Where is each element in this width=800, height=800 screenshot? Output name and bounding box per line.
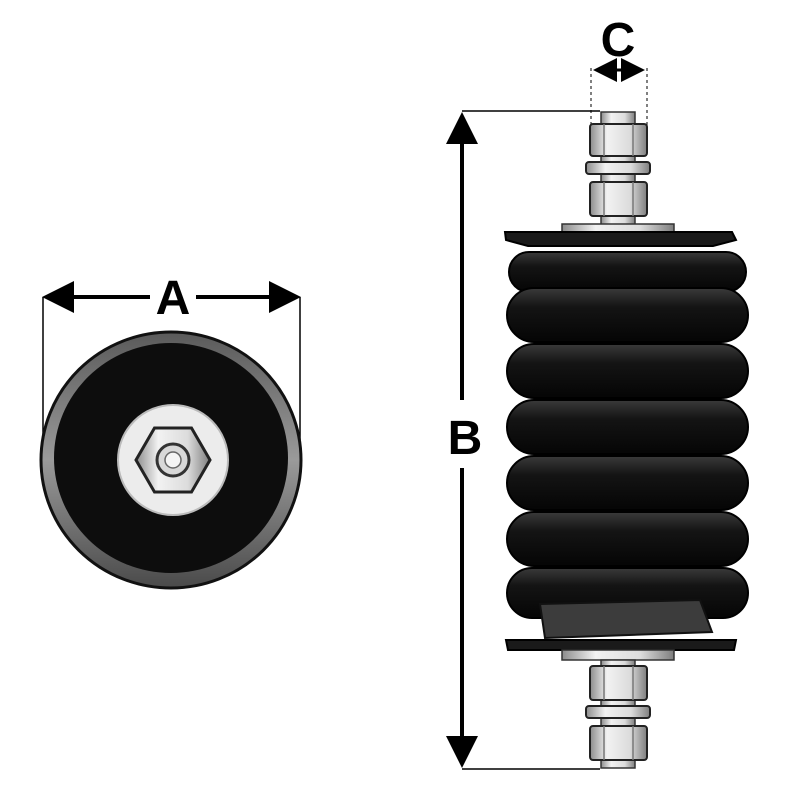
bottom-plate (504, 639, 738, 651)
bottom-lock-washer (585, 705, 651, 719)
spring-coil (506, 343, 749, 399)
spring-coil (506, 399, 749, 455)
bolt-end-highlight (164, 451, 182, 469)
top-nut-lower (589, 181, 648, 217)
coil-spring (506, 250, 749, 640)
top-nut-upper (589, 123, 648, 157)
top-view: A (39, 272, 303, 590)
dimension-b: B (446, 110, 600, 770)
bottom-stud (561, 649, 675, 769)
bottom-nut-upper (589, 665, 648, 701)
bottom-nut-lower (589, 725, 648, 761)
dimension-a-label: A (156, 272, 191, 325)
bottom-boss (561, 649, 675, 661)
top-plate (503, 231, 738, 247)
dimension-c-label: C (601, 14, 636, 67)
side-view: B C (446, 14, 749, 770)
dimension-c: C (590, 14, 648, 140)
top-lock-washer (585, 161, 651, 175)
dimension-a: A (42, 272, 301, 440)
spring-coil (508, 251, 747, 293)
top-stud (561, 111, 675, 235)
dimension-b-label: B (448, 412, 483, 465)
spring-coil (506, 455, 749, 511)
spring-coil (506, 287, 749, 343)
bottom-spring-seat (538, 598, 714, 640)
spring-coil (506, 511, 749, 567)
